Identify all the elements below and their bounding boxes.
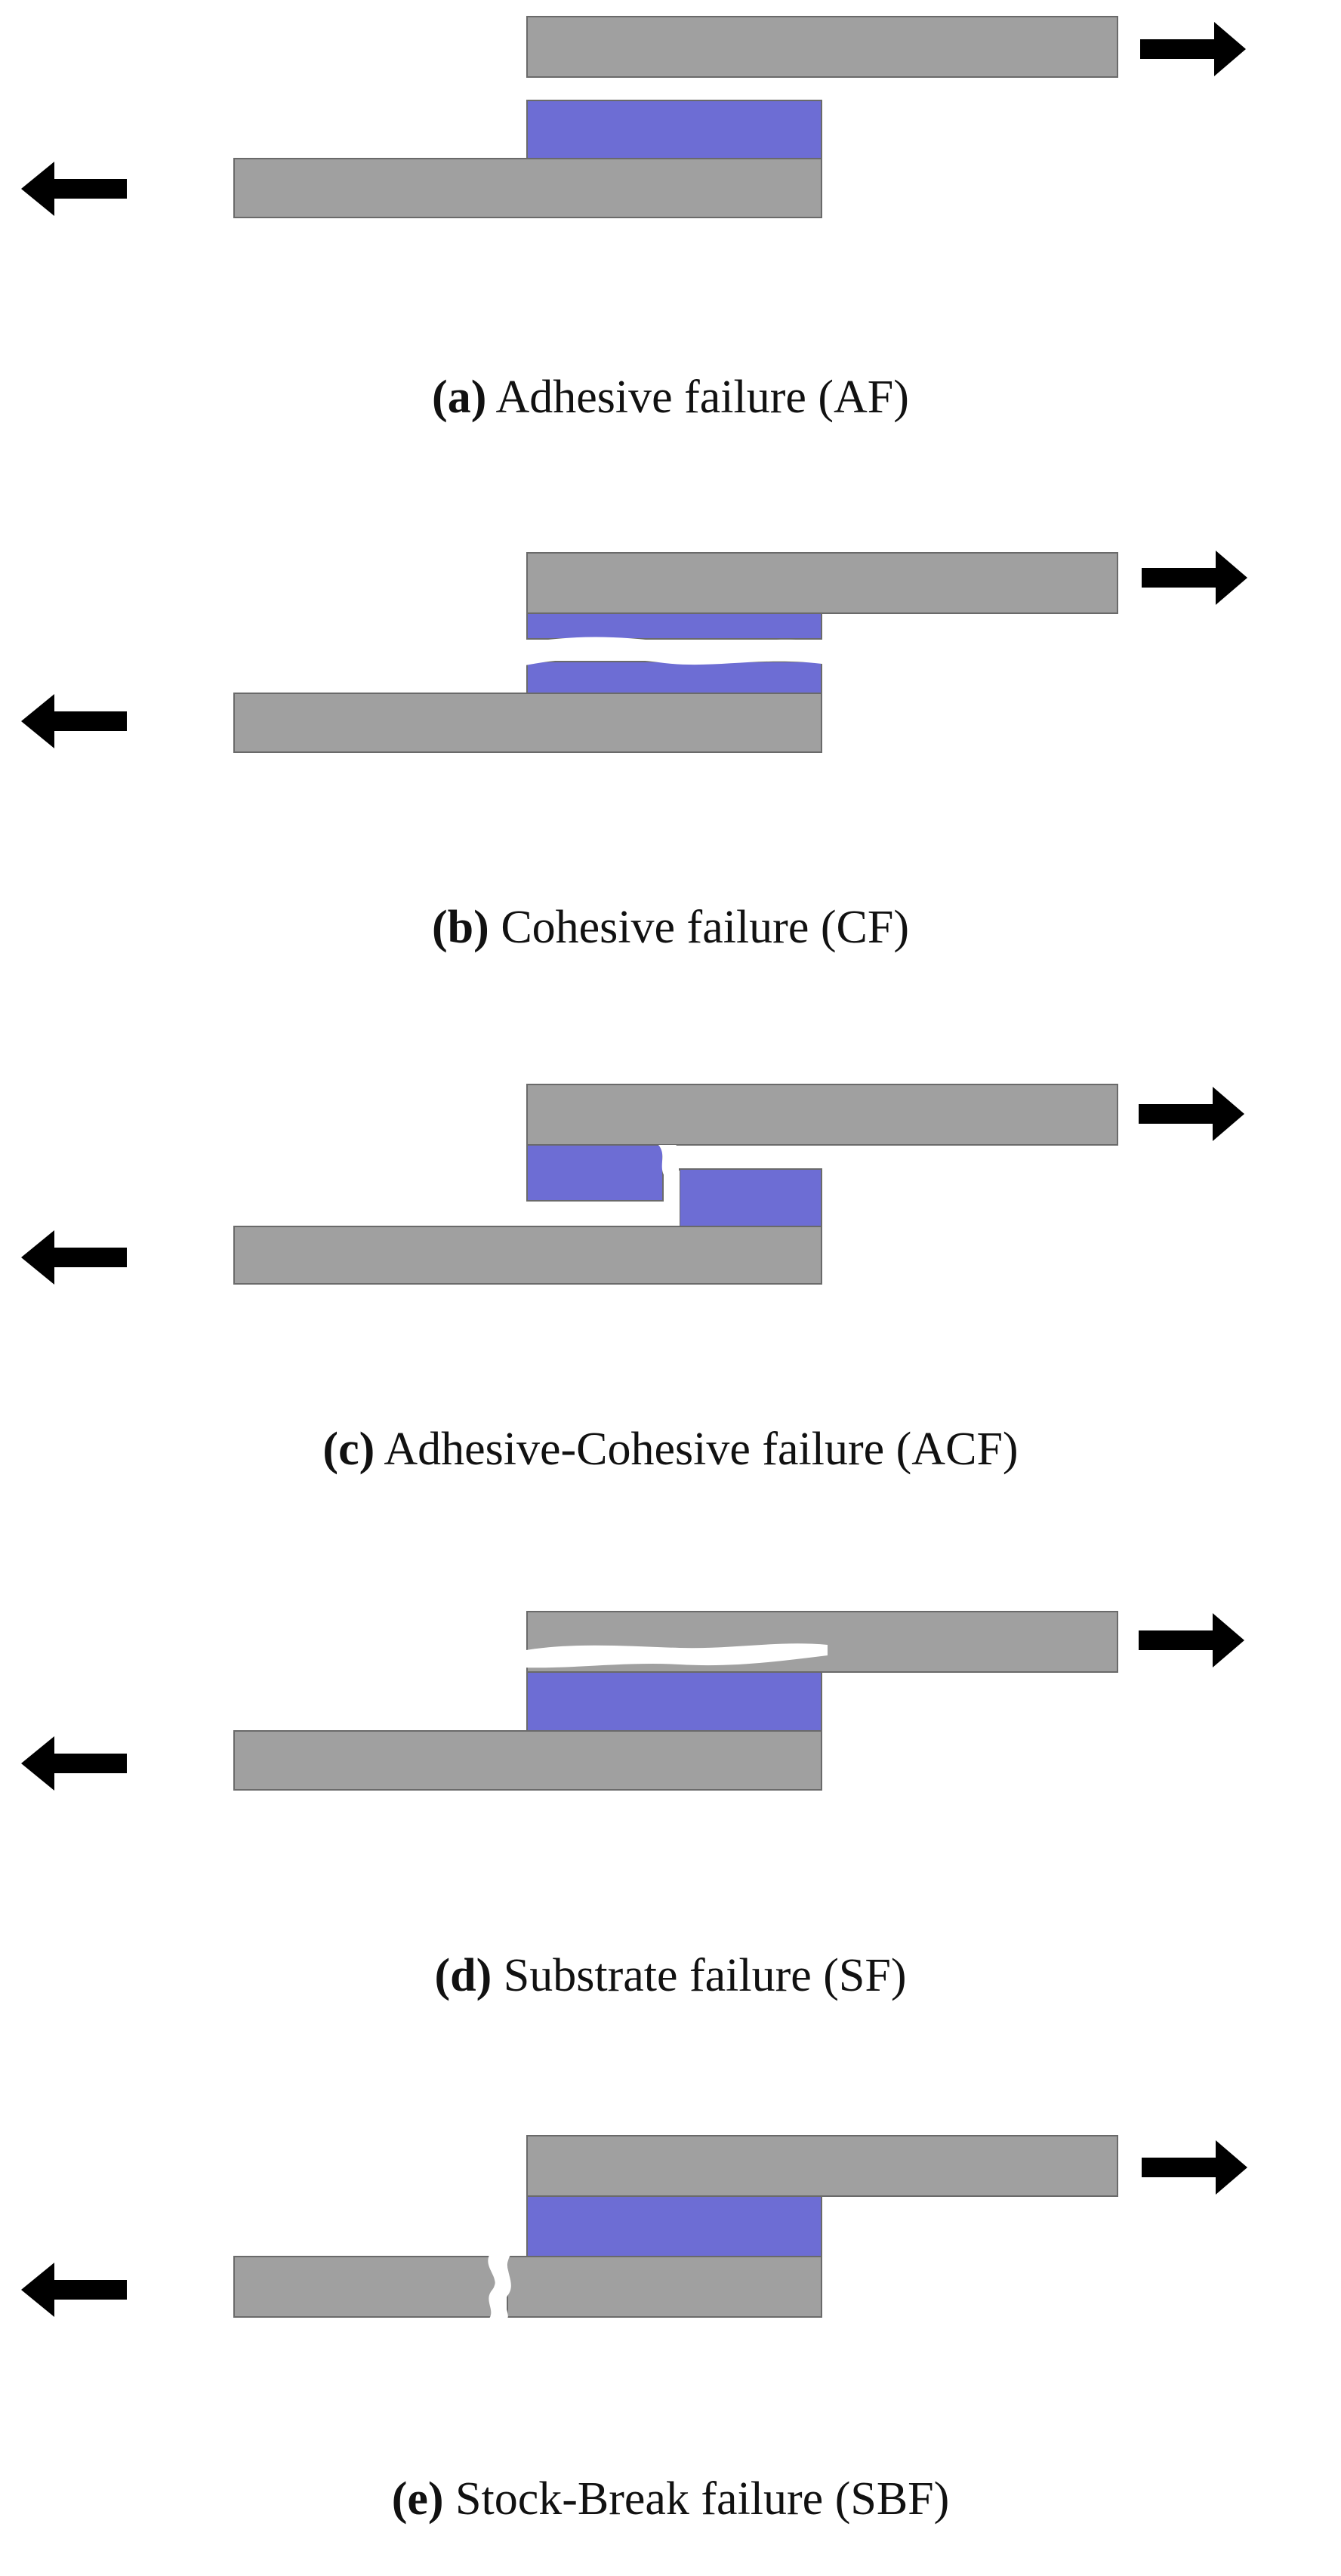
adhesive-layer: [526, 1671, 822, 1732]
left-arrow-icon: [21, 1736, 127, 1791]
right-arrow-icon: [1140, 22, 1246, 76]
caption-a-letter: (a): [432, 372, 487, 423]
top-substrate: [526, 16, 1118, 78]
adhesive-layer-upper: [526, 612, 822, 640]
left-arrow-icon: [21, 694, 127, 748]
panel-e-drawing: [21, 2135, 1247, 2318]
mixed-crack: [658, 1145, 680, 1228]
adhesive-piece-left: [526, 1144, 664, 1202]
stock-break-crack: [488, 2255, 511, 2318]
caption-c-letter: (c): [322, 1424, 375, 1475]
caption-a-text: Adhesive failure (AF): [495, 372, 909, 423]
bottom-substrate: [233, 1226, 822, 1285]
bottom-substrate-right: [507, 2256, 822, 2318]
bottom-substrate: [233, 693, 822, 753]
top-substrate: [526, 1084, 1118, 1146]
caption-c: (c) Adhesive-Cohesive failure (ACF): [0, 1426, 1341, 1473]
top-substrate: [526, 552, 1118, 614]
left-arrow-icon: [21, 1230, 127, 1285]
right-arrow-icon: [1139, 1613, 1244, 1667]
caption-a: (a) Adhesive failure (AF): [0, 374, 1341, 421]
adhesive-layer: [526, 100, 822, 159]
caption-d-text: Substrate failure (SF): [503, 1950, 907, 2001]
top-substrate: [526, 2135, 1118, 2197]
substrate-crack: [521, 1643, 828, 1668]
panel-a-drawing: [21, 16, 1246, 218]
left-arrow-icon: [21, 162, 127, 216]
bottom-substrate: [233, 158, 822, 218]
right-arrow-icon: [1142, 551, 1247, 605]
bottom-substrate-left: [233, 2256, 496, 2318]
caption-d-letter: (d): [434, 1950, 492, 2001]
adhesive-piece-right: [679, 1168, 822, 1227]
caption-b-text: Cohesive failure (CF): [501, 902, 909, 953]
panel-b-drawing: [21, 551, 1247, 753]
adhesive-layer-lower: [526, 661, 822, 694]
caption-e-letter: (e): [391, 2473, 444, 2525]
caption-b-letter: (b): [432, 902, 489, 953]
caption-e-text: Stock-Break failure (SBF): [455, 2473, 950, 2525]
right-arrow-icon: [1142, 2140, 1247, 2195]
caption-e: (e) Stock-Break failure (SBF): [0, 2476, 1341, 2522]
adhesive-layer: [526, 2195, 822, 2257]
right-arrow-icon: [1139, 1087, 1244, 1141]
caption-d: (d) Substrate failure (SF): [0, 1952, 1341, 1999]
bottom-substrate: [233, 1730, 822, 1791]
left-arrow-icon: [21, 2263, 127, 2317]
cohesive-crack: [521, 637, 828, 666]
panel-d-drawing: [21, 1611, 1244, 1791]
caption-c-text: Adhesive-Cohesive failure (ACF): [384, 1424, 1019, 1475]
panel-c-drawing: [21, 1084, 1244, 1285]
caption-b: (b) Cohesive failure (CF): [0, 904, 1341, 951]
